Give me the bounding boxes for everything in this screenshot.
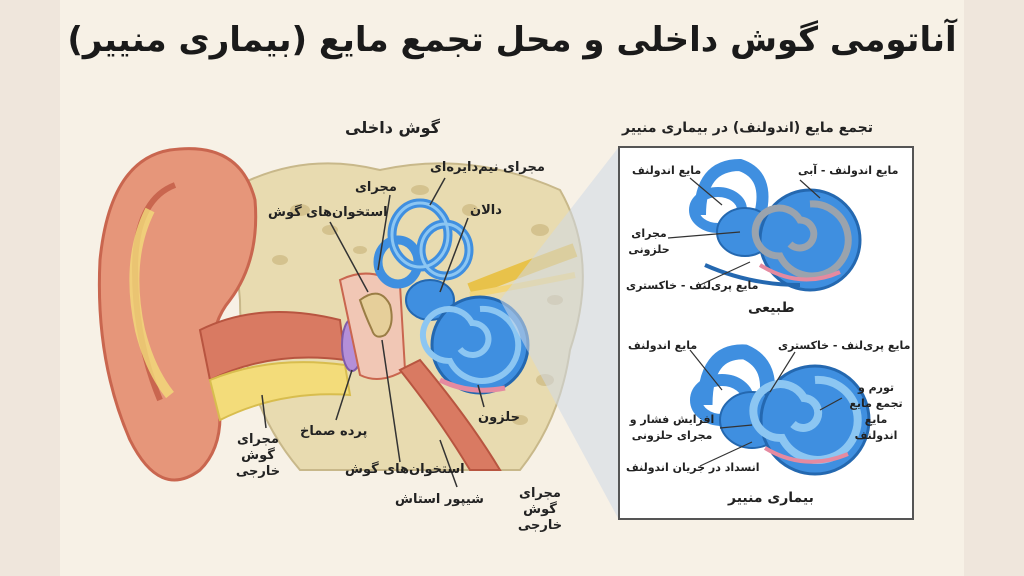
normal-label-cochlear-duct: مجرای حلزونی <box>628 226 670 258</box>
meniere-label-perilymph-gray: مایع پری‌لنف - خاکستری <box>778 338 910 354</box>
normal-label-perilymph-gray: مایع پری‌لنف - خاکستری <box>626 278 758 294</box>
normal-inner-ear <box>694 165 860 290</box>
normal-caption: طبیعی <box>748 300 795 316</box>
meniere-label-swelling: تورم و تجمع مایع مایع اندولنف <box>844 380 908 444</box>
meniere-label-blockage: انسداد در جریان اندولنف <box>626 460 760 476</box>
normal-label-endolymph-blue: مایع اندولنف - آبی <box>798 163 898 179</box>
normal-label-endolymph: مایع اندولنف <box>632 163 701 179</box>
meniere-label-endolymph: مایع اندولنف <box>628 338 697 354</box>
meniere-label-pressure: افزایش فشار و مجرای حلزونی <box>624 412 720 444</box>
meniere-caption: بیماری منییر <box>728 490 814 506</box>
